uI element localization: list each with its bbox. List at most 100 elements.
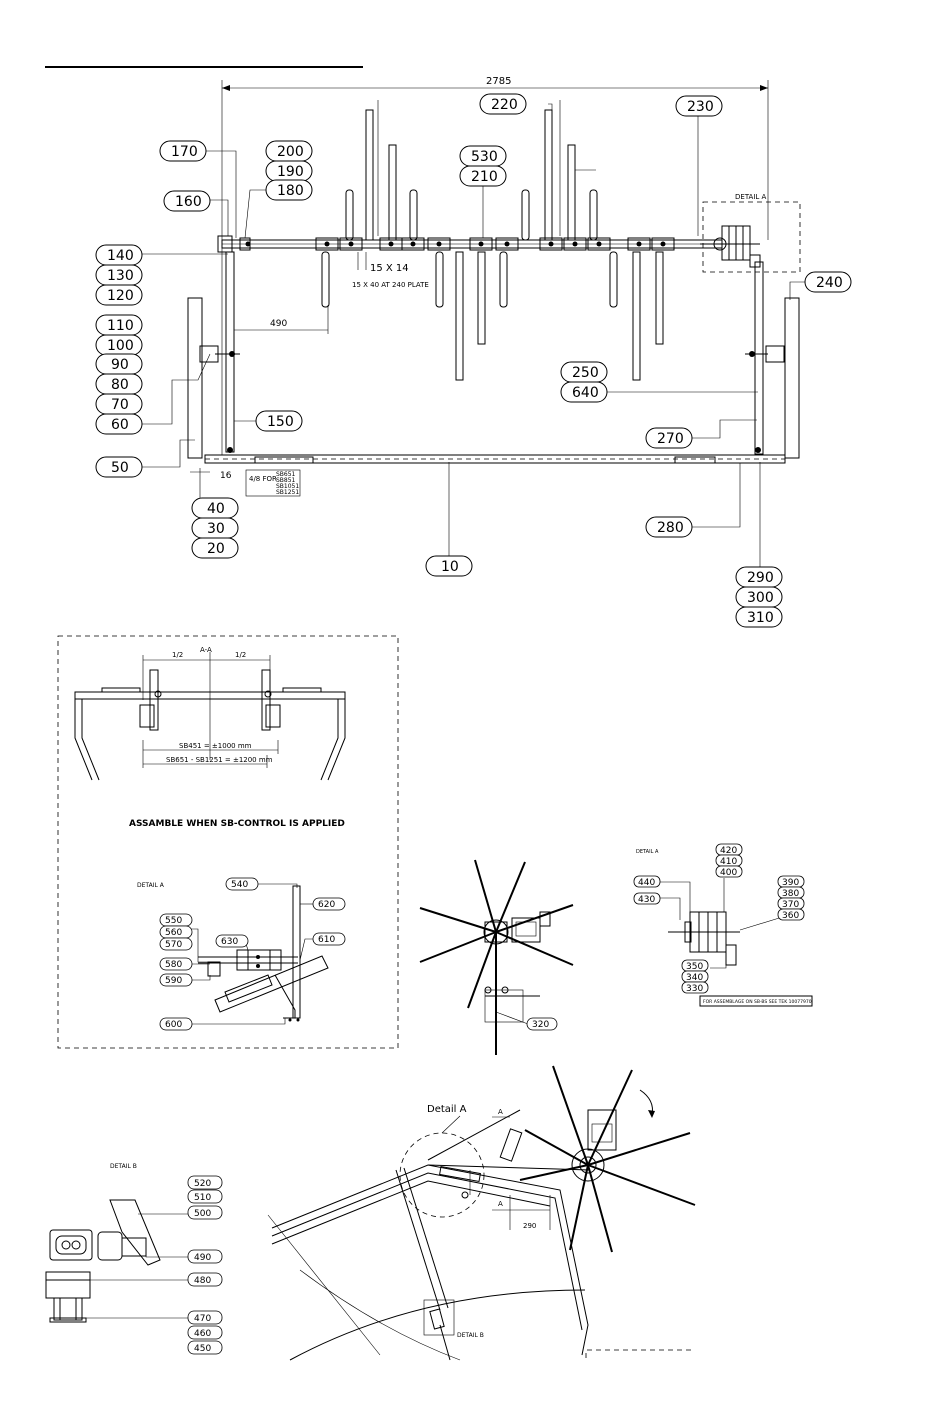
dim-490: 490	[270, 319, 287, 329]
svg-text:420: 420	[720, 846, 737, 856]
balloon-150: 150	[255, 410, 303, 432]
svg-text:200: 200	[277, 144, 304, 160]
svg-text:10: 10	[441, 559, 459, 575]
svg-text:450: 450	[194, 1344, 211, 1354]
balloon-300: 300	[735, 586, 783, 608]
svg-text:140: 140	[107, 248, 134, 264]
table-note-line: 4/8 FOR	[249, 475, 277, 483]
balloon-50: 50	[95, 456, 143, 478]
svg-text:570: 570	[165, 940, 182, 950]
svg-text:50: 50	[111, 460, 129, 476]
balloon-410: 410	[715, 854, 743, 867]
balloon-310: 310	[735, 606, 783, 628]
svg-text:70: 70	[111, 397, 129, 413]
svg-text:150: 150	[267, 414, 294, 430]
section-a-top: A	[498, 1108, 503, 1116]
svg-text:610: 610	[318, 935, 335, 945]
svg-text:250: 250	[572, 365, 599, 381]
balloon-170: 170	[159, 140, 207, 162]
balloon-430: 430	[633, 892, 661, 905]
svg-text:160: 160	[175, 194, 202, 210]
balloon-10: 10	[425, 555, 473, 577]
balloon-140: 140	[95, 244, 143, 266]
svg-text:500: 500	[194, 1209, 211, 1219]
svg-text:380: 380	[782, 889, 799, 899]
section-heading: ASSAMBLE WHEN SB-CONTROL IS APPLIED	[129, 819, 345, 829]
svg-text:270: 270	[657, 431, 684, 447]
section-label: A-A	[200, 646, 212, 654]
balloon-490: 490	[187, 1249, 223, 1264]
balloon-330: 330	[681, 981, 709, 994]
overall-dimension: 2785	[486, 76, 511, 87]
balloon-460: 460	[187, 1325, 223, 1340]
half-left: 1/2	[172, 651, 183, 659]
svg-text:100: 100	[107, 338, 134, 354]
svg-text:400: 400	[720, 868, 737, 878]
balloon-340: 340	[681, 970, 709, 983]
svg-text:640: 640	[572, 385, 599, 401]
svg-text:220: 220	[491, 97, 518, 113]
balloon-160: 160	[163, 190, 211, 212]
balloon-530: 530	[459, 145, 507, 167]
balloon-560: 560	[159, 925, 193, 939]
assemblage-note: FOR ASSEMBLAGE ON SB-BS SEE TEK 10077970	[703, 999, 812, 1005]
balloon-610: 610	[312, 932, 346, 946]
svg-text:130: 130	[107, 268, 134, 284]
detail-a-right: DETAIL A 420 410 400 440 430 390 380 370	[633, 843, 813, 1007]
svg-text:440: 440	[638, 878, 655, 888]
balloon-620: 620	[312, 897, 346, 911]
balloon-180: 180	[265, 179, 313, 201]
svg-text:340: 340	[686, 973, 703, 983]
plate-note: 15 X 40 AT 240 PLATE	[352, 281, 429, 289]
balloon-20: 20	[191, 537, 239, 559]
detail-b: DETAIL B 520 510 500 490 480 470 460 450	[45, 1163, 223, 1355]
balloon-360: 360	[777, 908, 805, 921]
svg-text:410: 410	[720, 857, 737, 867]
detail-b-title: DETAIL B	[110, 1163, 137, 1170]
svg-text:520: 520	[194, 1179, 211, 1189]
balloon-60: 60	[95, 413, 143, 435]
balloon-640: 640	[560, 381, 608, 403]
svg-text:430: 430	[638, 895, 655, 905]
svg-text:480: 480	[194, 1276, 211, 1286]
svg-text:370: 370	[782, 900, 799, 910]
dim-15x14: 15 X 14	[370, 263, 409, 274]
balloon-70: 70	[95, 393, 143, 415]
svg-text:620: 620	[318, 900, 335, 910]
main-view: 2785	[95, 76, 852, 628]
balloon-550: 550	[159, 913, 193, 927]
balloon-470: 470	[187, 1310, 223, 1325]
svg-text:40: 40	[207, 501, 225, 517]
half-right: 1/2	[235, 651, 246, 659]
svg-text:460: 460	[194, 1329, 211, 1339]
svg-text:560: 560	[165, 928, 182, 938]
balloon-280: 280	[645, 516, 693, 538]
svg-text:230: 230	[687, 99, 714, 115]
svg-text:360: 360	[782, 911, 799, 921]
svg-text:550: 550	[165, 916, 182, 926]
detail-b-callout: DETAIL B	[457, 1332, 484, 1339]
svg-text:630: 630	[221, 937, 238, 947]
detail-a-label: DETAIL A	[735, 193, 767, 201]
svg-text:390: 390	[782, 878, 799, 888]
detail-a-title: DETAIL A	[636, 849, 659, 855]
balloon-240: 240	[804, 271, 852, 293]
dim-upper: SB451 = ±1000 mm	[179, 742, 252, 750]
balloon-590: 590	[159, 973, 193, 987]
balloon-190: 190	[265, 160, 313, 182]
svg-text:300: 300	[747, 590, 774, 606]
svg-text:590: 590	[165, 976, 182, 986]
balloon-450: 450	[187, 1340, 223, 1355]
balloon-420: 420	[715, 843, 743, 856]
svg-text:530: 530	[471, 149, 498, 165]
svg-text:80: 80	[111, 377, 129, 393]
svg-text:540: 540	[231, 880, 248, 890]
balloon-90: 90	[95, 353, 143, 375]
svg-text:580: 580	[165, 960, 182, 970]
svg-text:330: 330	[686, 984, 703, 994]
balloon-380: 380	[777, 886, 805, 899]
balloon-350: 350	[681, 959, 709, 972]
reel-side	[519, 1065, 696, 1253]
balloon-320: 320	[526, 1017, 558, 1031]
